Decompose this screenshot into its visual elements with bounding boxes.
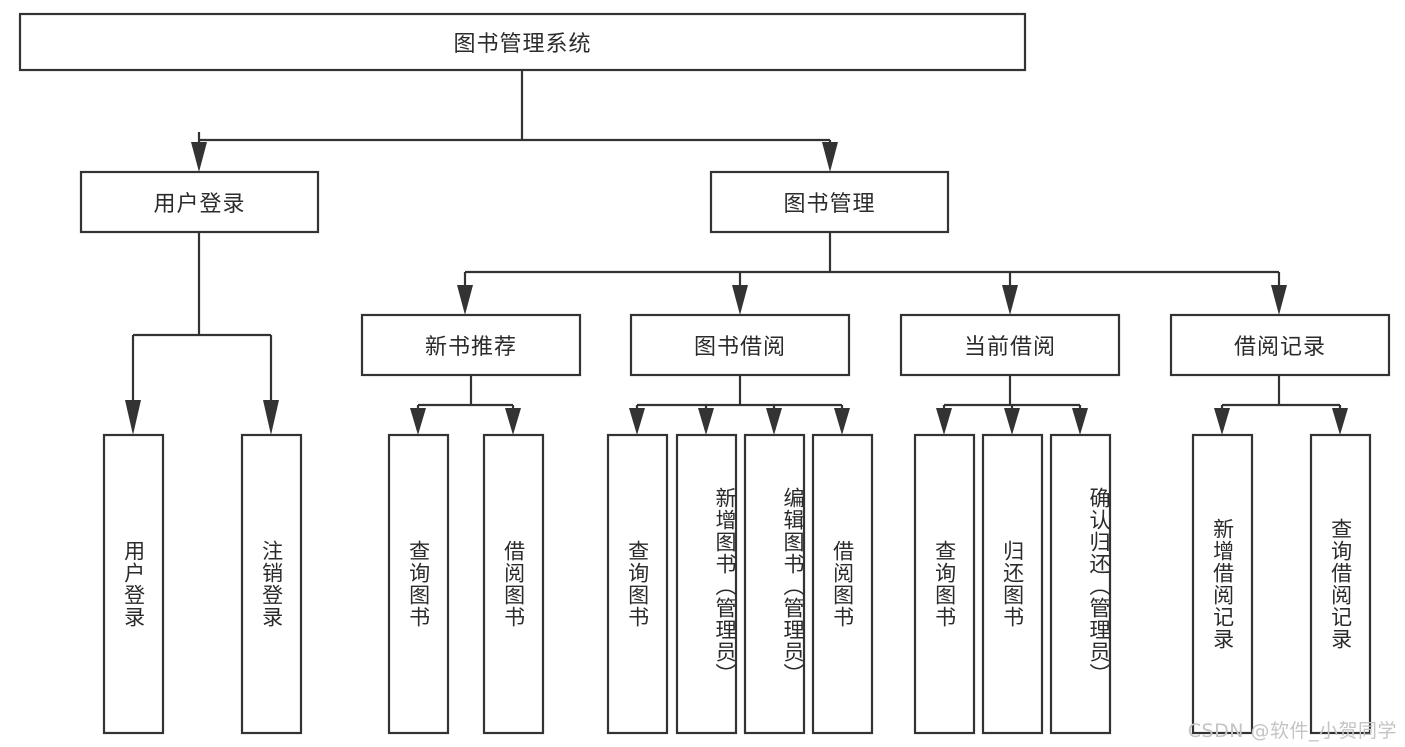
arrow-to-borrow-record (1271, 285, 1287, 315)
node-book-borrow[interactable] (629, 313, 851, 377)
arrow-to-leaf-query-record (1332, 408, 1348, 435)
arrow-to-leaf-query-book-rec (410, 408, 426, 435)
arrow-to-book-borrow (732, 285, 748, 315)
arrow-to-leaf-return-book (1004, 408, 1020, 435)
node-leaf-borrow-book-bor[interactable] (811, 433, 874, 735)
node-user-login[interactable] (79, 170, 320, 234)
node-leaf-query-book-bor[interactable] (606, 433, 669, 735)
nodes-layer (18, 12, 1391, 735)
connectors-layer (125, 70, 1348, 435)
node-leaf-return-book[interactable] (981, 433, 1044, 735)
node-root[interactable] (18, 12, 1027, 72)
node-leaf-add-book[interactable] (675, 433, 738, 735)
node-leaf-borrow-book-rec[interactable] (482, 433, 545, 735)
arrow-to-leaf-edit-book (766, 408, 782, 435)
arrow-to-leaf-user-logout (263, 400, 279, 435)
csdn-watermark: CSDN @软件_小贺同学 (1187, 720, 1397, 742)
node-leaf-user-logout[interactable] (240, 433, 303, 735)
arrow-to-user-login (191, 142, 207, 172)
node-current-borrow[interactable] (899, 313, 1121, 377)
arrow-to-leaf-add-book (698, 408, 714, 435)
arrow-to-leaf-query-book-cur (936, 408, 952, 435)
arrow-to-book-manage (822, 142, 838, 172)
node-book-manage[interactable] (709, 170, 950, 234)
arrow-to-leaf-user-login (125, 400, 141, 435)
node-leaf-user-login[interactable] (102, 433, 165, 735)
node-leaf-edit-book[interactable] (743, 433, 806, 735)
node-leaf-confirm-return[interactable] (1049, 433, 1112, 735)
arrow-to-current-borrow (1002, 285, 1018, 315)
arrow-to-leaf-borrow-book-bor (834, 408, 850, 435)
node-leaf-add-record[interactable] (1191, 433, 1254, 735)
arrow-to-leaf-borrow-book-rec (505, 408, 521, 435)
arrow-to-new-book-recommend (457, 285, 473, 315)
arrow-to-leaf-confirm-return (1072, 408, 1088, 435)
arrow-to-leaf-query-book-bor (629, 408, 645, 435)
node-leaf-query-book-cur[interactable] (913, 433, 976, 735)
node-leaf-query-record[interactable] (1309, 433, 1372, 735)
node-borrow-record[interactable] (1169, 313, 1391, 377)
arrow-to-leaf-add-record (1214, 408, 1230, 435)
node-leaf-query-book-rec[interactable] (387, 433, 450, 735)
node-new-book-recommend[interactable] (360, 313, 582, 377)
